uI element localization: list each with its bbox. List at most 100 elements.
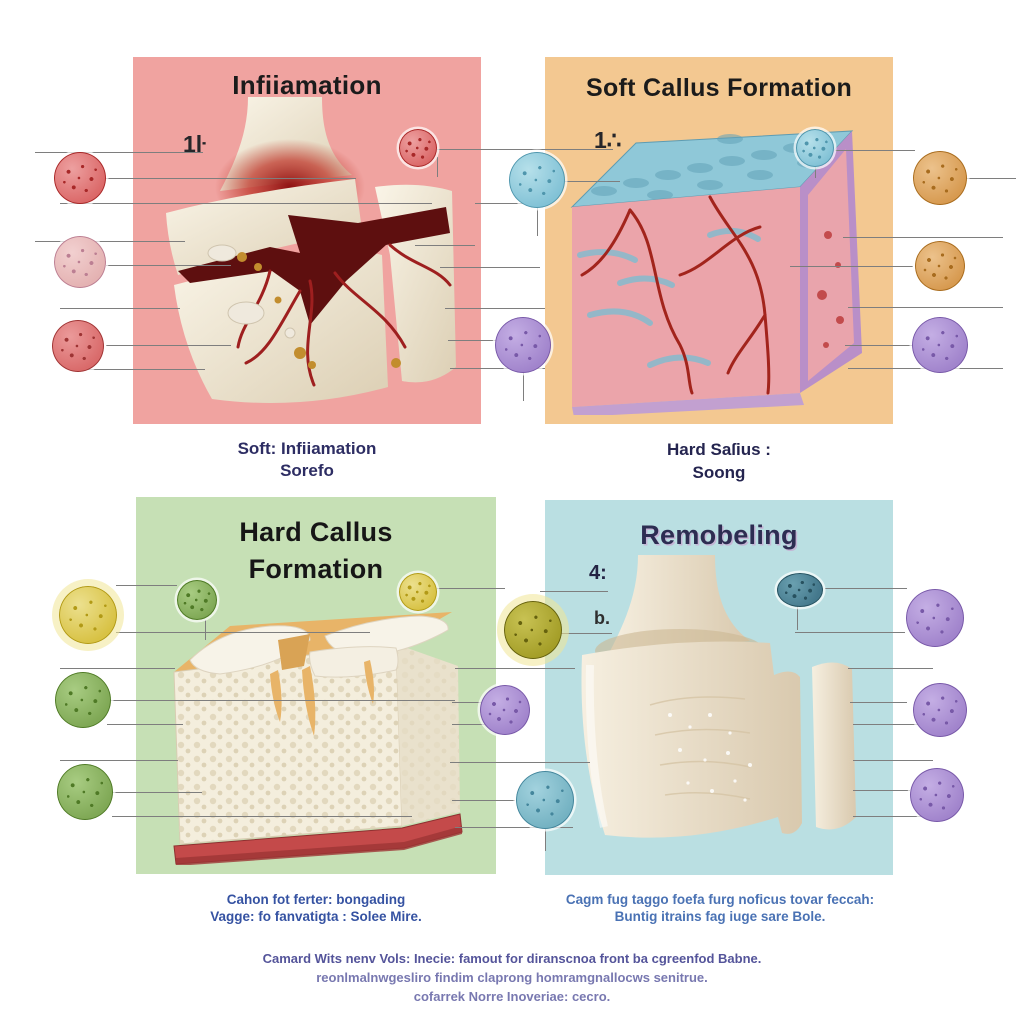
leader-line xyxy=(116,585,177,586)
blue-cell-icon xyxy=(509,152,565,208)
panel-title-inflammation: Infiiamation xyxy=(232,70,382,100)
green-cell-icon xyxy=(57,764,113,820)
leader-line xyxy=(835,150,915,151)
footer-line-2: reonlmalnwgesliro findim claprong homram… xyxy=(316,970,708,985)
red-cell-icon xyxy=(399,129,437,167)
leader-line xyxy=(106,178,356,179)
purple-cell-icon xyxy=(906,589,964,647)
footer-line-1: Camard Wits nenv Vols: Inecie: famout fo… xyxy=(262,951,762,966)
leader-line xyxy=(523,373,524,401)
leader-line xyxy=(112,816,412,817)
yellow-cell-icon xyxy=(399,573,437,611)
caption-soft-callus: Hard Saſius : Soong xyxy=(545,438,893,484)
leader-line xyxy=(815,160,816,178)
leader-line xyxy=(853,816,935,817)
leader-line xyxy=(448,340,526,341)
fractured-bone-illustration xyxy=(150,95,475,423)
caption-line: Sorefo xyxy=(280,461,334,480)
footer-line-3: cofarrek Norre Inoveriae: cecro. xyxy=(413,989,611,1004)
leader-line xyxy=(850,702,907,703)
caption-line: Buntig itrains fag iuge sare Bole. xyxy=(614,909,826,924)
leader-line xyxy=(205,620,206,640)
leader-line xyxy=(545,829,546,851)
blue-cell-icon xyxy=(796,129,834,167)
leader-line xyxy=(452,702,502,703)
hard-callus-bone-illustration xyxy=(160,600,490,866)
leader-line xyxy=(107,724,183,725)
leader-line xyxy=(35,241,185,242)
caption-hard-callus: Cahon fot ferter: bongading Vagge: fo fa… xyxy=(120,891,512,925)
leader-line xyxy=(60,308,180,309)
leader-line xyxy=(843,237,1003,238)
leader-line xyxy=(848,307,1003,308)
leader-line xyxy=(797,600,798,630)
leader-line xyxy=(452,800,515,801)
leader-line xyxy=(825,588,907,589)
stage-number-label-1: 1ŀ xyxy=(183,131,207,157)
leader-line xyxy=(537,208,538,236)
leader-line xyxy=(540,633,612,634)
leader-line xyxy=(60,668,175,669)
caption-line: Cahon fot ferter: bongading xyxy=(226,892,406,907)
leader-line xyxy=(452,724,497,725)
leader-line xyxy=(437,149,613,150)
leader-line xyxy=(475,203,545,204)
leader-line xyxy=(450,762,590,763)
leader-line xyxy=(966,178,1016,179)
purple-cell-icon xyxy=(480,685,530,735)
leader-line xyxy=(60,203,432,204)
leader-line xyxy=(112,792,202,793)
red-cell-icon xyxy=(54,152,106,204)
stage-letter-label-b: b. xyxy=(594,608,610,628)
leader-line xyxy=(565,181,620,182)
orange-cell-icon xyxy=(915,241,965,291)
leader-line xyxy=(845,345,912,346)
leader-line xyxy=(455,668,575,669)
leader-line xyxy=(853,760,933,761)
leader-line xyxy=(450,368,545,369)
leader-line xyxy=(106,265,231,266)
caption-inflammation: Soft: Infiiamation Sorefo xyxy=(133,438,481,482)
purple-cell-icon xyxy=(912,317,968,373)
dark-teal-cell-icon xyxy=(777,573,823,607)
caption-line: Hard Saſius : xyxy=(667,440,771,459)
leader-line xyxy=(455,827,573,828)
panel-title-hard-callus: Hard Callus Formation xyxy=(136,514,496,588)
stage-number-label-2: 1∴ xyxy=(594,127,622,153)
footer-caption: Camard Wits nenv Vols: Inecie: famout fo… xyxy=(112,949,912,1006)
stage-number-label-4: 4: xyxy=(589,562,607,584)
leader-line xyxy=(75,369,205,370)
title-line-2: Formation xyxy=(248,554,384,584)
red-cell-icon xyxy=(52,320,104,372)
leader-line xyxy=(437,157,438,177)
leader-line xyxy=(60,760,178,761)
title-line-1: Hard Callus xyxy=(239,517,393,547)
yellow-cell-icon xyxy=(59,586,117,644)
soft-callus-cube-illustration xyxy=(560,115,870,417)
green-cell-icon xyxy=(55,672,111,728)
leader-line xyxy=(106,345,231,346)
leader-line xyxy=(848,668,933,669)
leader-line xyxy=(795,632,905,633)
leader-line xyxy=(116,632,370,633)
purple-cell-icon xyxy=(913,683,967,737)
leader-line xyxy=(540,591,608,592)
leader-line xyxy=(445,308,545,309)
remodeled-bone-illustration xyxy=(560,555,890,873)
caption-line: Cagm fug taggo foefa furg noficus tovar … xyxy=(565,892,875,907)
leader-line xyxy=(415,245,475,246)
olive-cell-icon xyxy=(504,601,562,659)
purple-cell-icon xyxy=(910,768,964,822)
orange-cell-icon xyxy=(913,151,967,205)
leader-line xyxy=(440,267,540,268)
leader-line xyxy=(790,266,913,267)
caption-line: Soft: Infiiamation xyxy=(237,439,377,458)
pink-cell-icon xyxy=(54,236,106,288)
green-cell-icon xyxy=(177,580,217,620)
panel-title-soft-callus: Soft Callus Formation xyxy=(585,74,853,102)
purple-cell-icon xyxy=(495,317,551,373)
leader-line xyxy=(35,152,203,153)
teal-cell-icon xyxy=(516,771,574,829)
leader-line xyxy=(110,700,455,701)
